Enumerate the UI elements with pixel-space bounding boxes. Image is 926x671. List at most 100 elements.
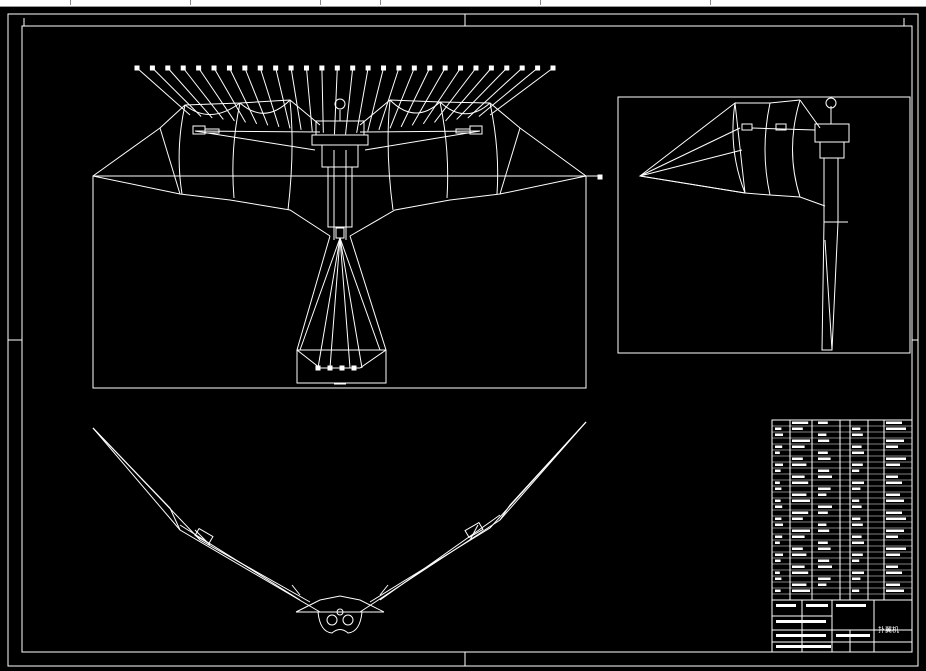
part-list-cell	[792, 445, 805, 448]
part-list-cell	[792, 439, 810, 442]
part-list-cell	[818, 493, 827, 496]
part-list-cell	[792, 517, 803, 520]
part-list-cell	[775, 517, 782, 520]
part-list-cell	[792, 481, 809, 484]
callout-leader	[152, 67, 202, 117]
part-list-cell	[886, 457, 906, 460]
part-list-cell	[818, 523, 827, 526]
callout-leader	[400, 67, 431, 128]
callout-leader	[434, 67, 477, 123]
part-list-cell	[886, 475, 898, 478]
part-list-cell	[792, 499, 810, 502]
drawing-title: 扑翼机	[878, 625, 899, 634]
callout-leader	[182, 67, 224, 120]
callout-leader	[321, 67, 324, 133]
part-list-cell	[818, 475, 832, 478]
callout-leader	[378, 67, 400, 130]
part-list-cell	[792, 421, 809, 424]
callout-balloon	[339, 365, 345, 371]
part-list-cell	[792, 583, 807, 586]
part-list-cell	[792, 535, 805, 538]
callout-leader	[198, 67, 235, 122]
title-block-cell	[836, 604, 866, 607]
toolbar-button[interactable]	[540, 0, 711, 5]
part-list-cell	[775, 505, 783, 508]
callout-leader	[333, 67, 338, 135]
toolbar-button[interactable]	[320, 0, 381, 5]
part-list-cell	[792, 547, 803, 550]
part-list-cell	[818, 541, 828, 544]
part-list-cell	[852, 445, 862, 448]
part-list-cell	[775, 469, 781, 472]
callout-leader	[489, 67, 554, 116]
part-list-cell	[818, 547, 831, 550]
part-list-cell	[852, 505, 862, 508]
callout-leader	[367, 67, 385, 132]
part-list-cell	[886, 565, 898, 568]
toolbar-button[interactable]	[0, 0, 71, 5]
part-list-cell	[818, 457, 831, 460]
part-list	[775, 421, 906, 648]
toolbar-button[interactable]	[380, 0, 541, 5]
part-list-cell	[886, 499, 904, 502]
part-list-cell	[775, 445, 783, 448]
part-list-cell	[775, 433, 783, 436]
callout-leader	[345, 67, 354, 135]
part-list-cell	[775, 571, 780, 574]
title-block-cell	[776, 634, 826, 637]
title-block-cell	[836, 634, 870, 637]
drawing-frame	[7, 13, 919, 667]
part-list-cell	[886, 445, 898, 448]
callout-leader	[259, 67, 280, 128]
callout-balloon	[327, 365, 333, 371]
part-list-cell	[775, 577, 782, 580]
toolbar-button[interactable]	[70, 0, 191, 5]
part-list-cell	[792, 553, 807, 556]
part-list-cell	[886, 421, 902, 424]
callout-leader	[167, 67, 213, 119]
cad-drawing-canvas[interactable]: 扑翼机	[0, 6, 926, 671]
part-list-cell	[818, 451, 828, 454]
callout-leaders	[134, 65, 556, 371]
side-view	[617, 96, 911, 354]
part-list-cell	[852, 553, 863, 556]
callout-leader	[445, 67, 492, 122]
part-list-cell	[852, 589, 860, 592]
part-list-cell	[792, 493, 807, 496]
part-list-cell	[792, 565, 805, 568]
cad-toolbar-strip	[0, 0, 926, 7]
callout-leader	[467, 67, 523, 119]
part-list-cell	[852, 463, 863, 466]
part-list-cell	[886, 583, 900, 586]
part-list-cell	[818, 565, 832, 568]
part-list-cell	[775, 451, 780, 454]
part-list-cell	[818, 505, 832, 508]
part-list-cell	[818, 559, 830, 562]
part-list-cell	[792, 571, 809, 574]
top-view	[92, 421, 587, 634]
part-list-cell	[818, 583, 827, 586]
part-list-cell	[818, 469, 830, 472]
part-list-cell	[852, 487, 861, 490]
part-list-cell	[775, 559, 781, 562]
part-list-cell	[886, 493, 900, 496]
part-list-cell	[792, 589, 810, 592]
callout-leader	[456, 67, 508, 120]
part-list-cell	[886, 553, 900, 556]
part-list-cell	[792, 529, 810, 532]
toolbar-button[interactable]	[710, 0, 926, 5]
part-list-cell	[852, 451, 864, 454]
part-list-cell	[852, 541, 864, 544]
callout-balloon	[351, 365, 357, 371]
front-view	[92, 98, 603, 389]
part-list-cell	[852, 469, 860, 472]
callout-leader	[356, 67, 369, 133]
title-block-cell	[776, 620, 826, 623]
part-list-cell	[775, 541, 780, 544]
part-list-cell	[886, 463, 900, 466]
toolbar-button[interactable]	[190, 0, 321, 5]
callout-balloon	[315, 365, 321, 371]
part-list-cell	[852, 571, 864, 574]
part-list-cell	[852, 559, 860, 562]
callout-leader	[411, 67, 446, 126]
